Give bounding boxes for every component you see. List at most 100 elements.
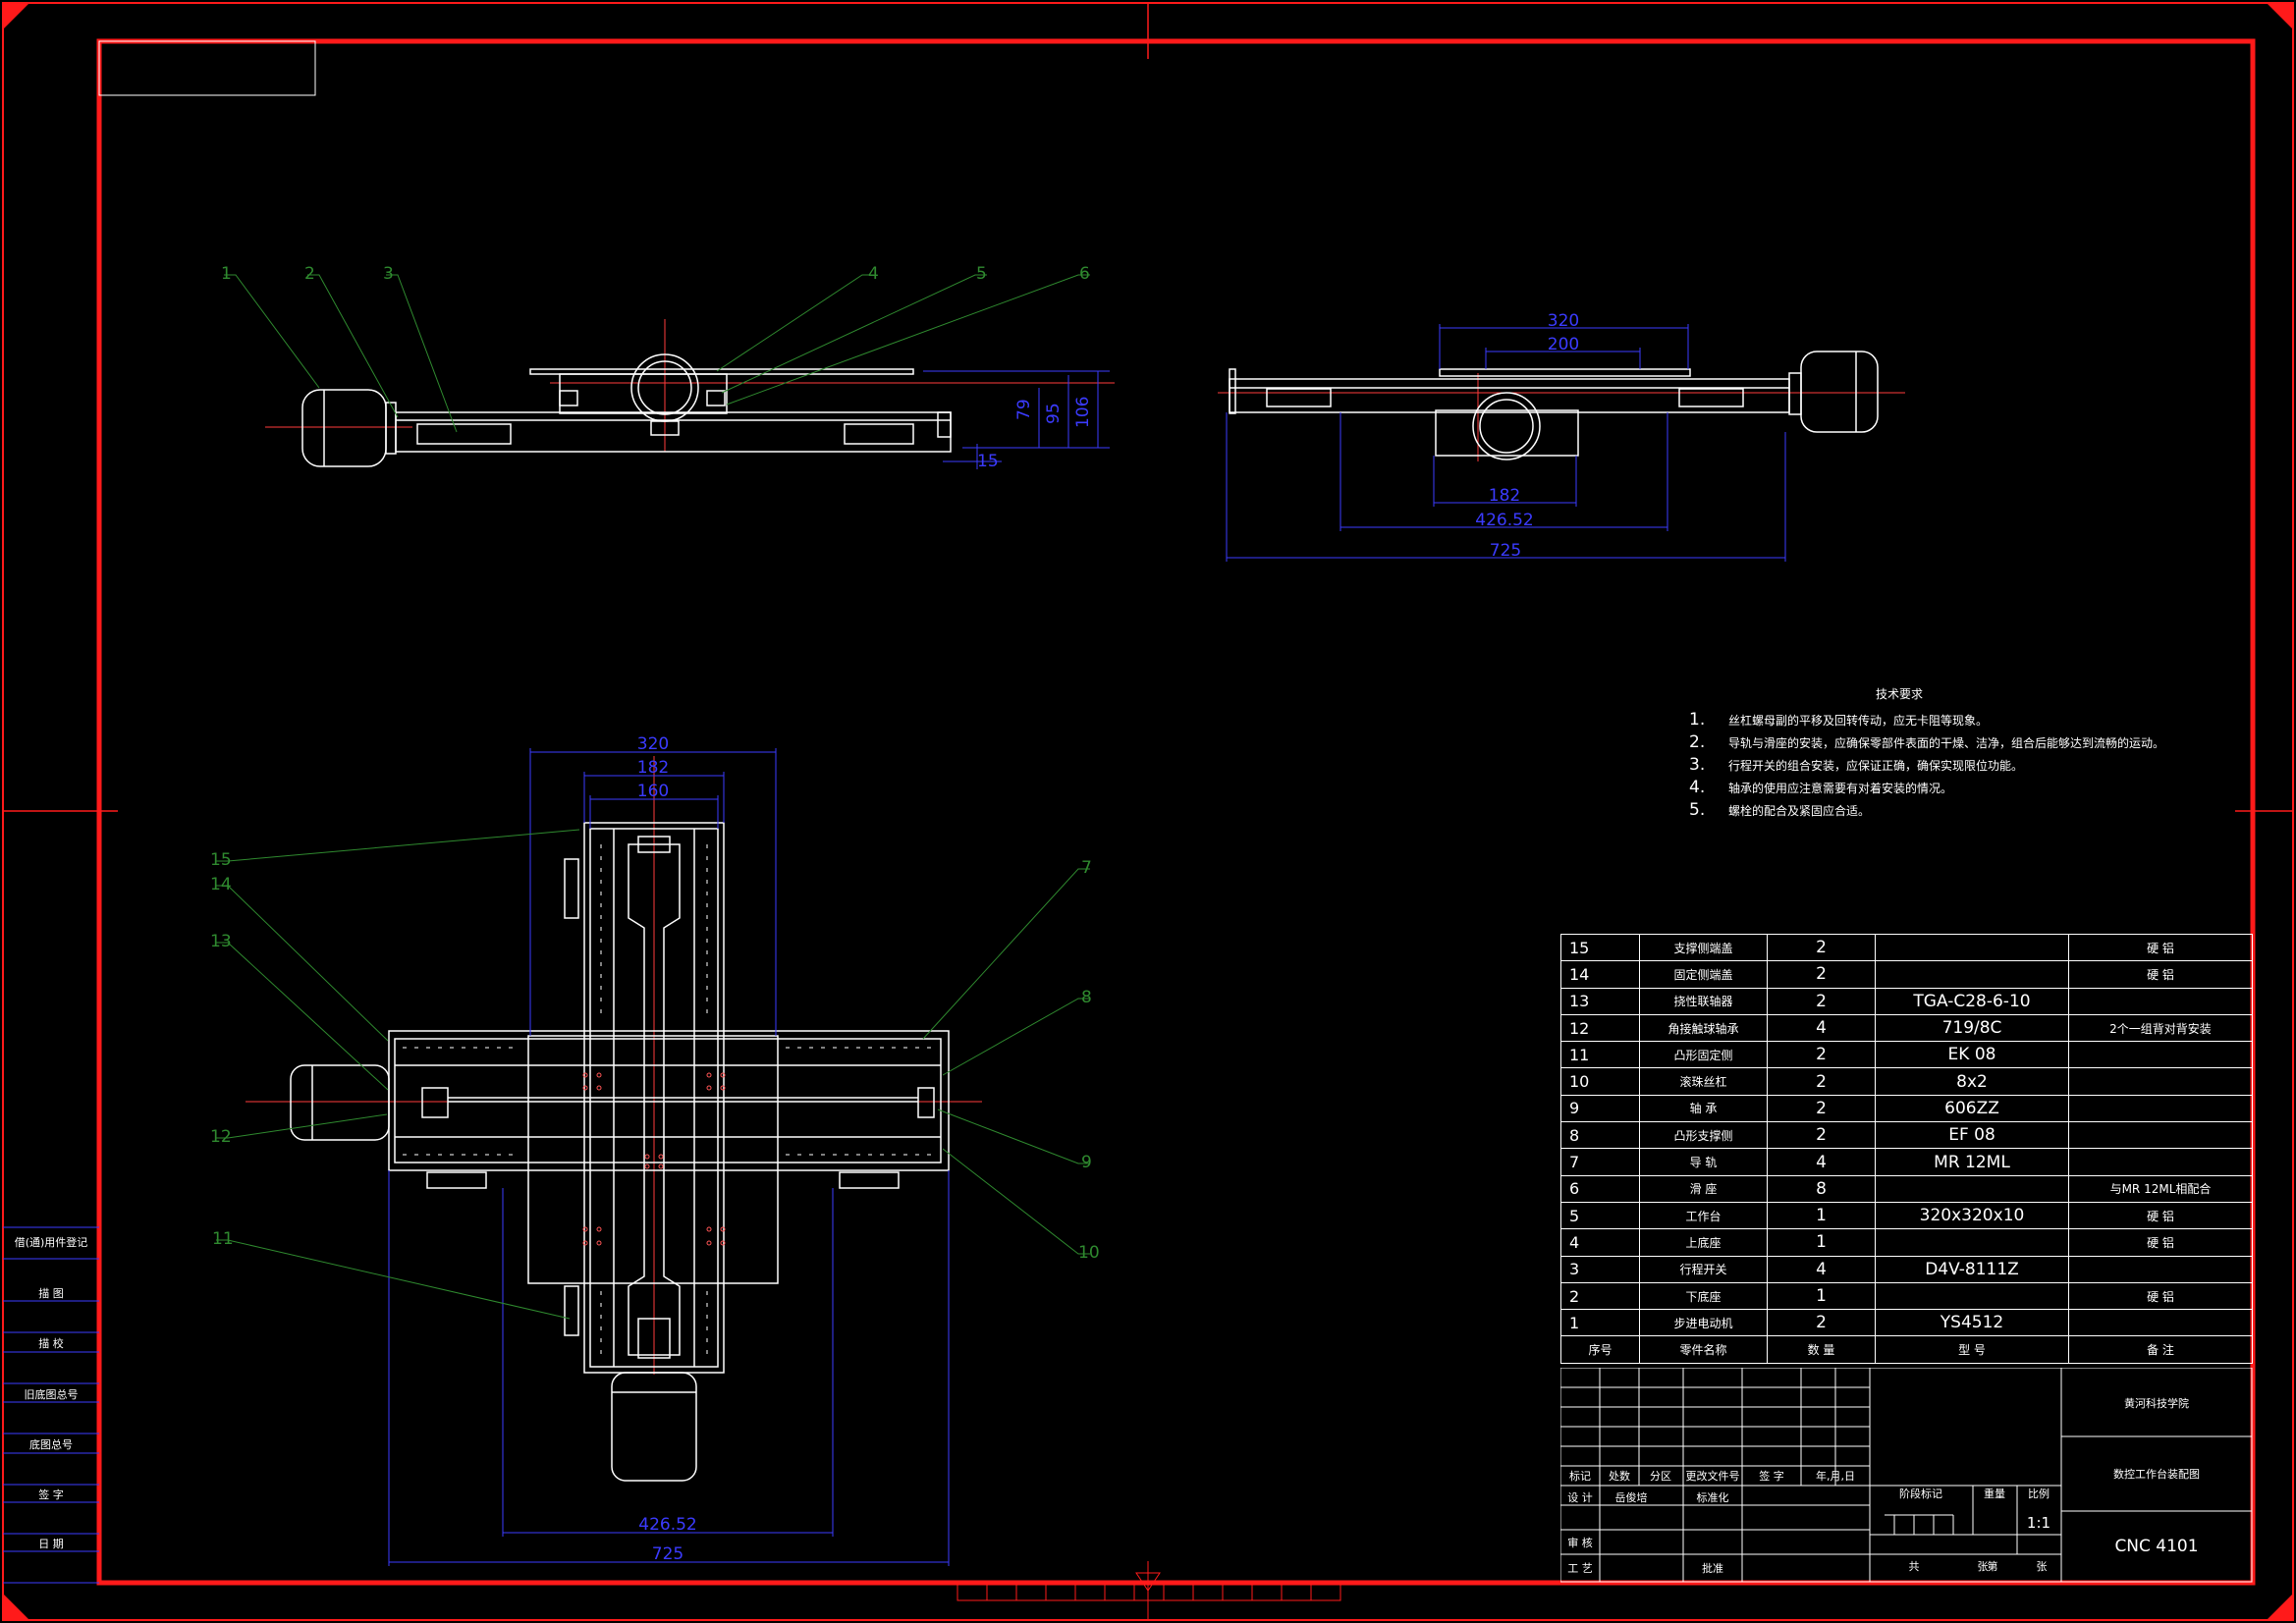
tb-process: 工 艺 [1567, 1562, 1593, 1575]
tb-weight: 重量 [1984, 1487, 2005, 1500]
dim-label: 725 [1490, 541, 1521, 561]
tb-ratio: 比例 [2028, 1487, 2050, 1500]
stamp-label: 底图总号 [29, 1438, 73, 1451]
balloon: 4 [868, 264, 879, 284]
bom-cell-note [2068, 1041, 2253, 1069]
dim-label: 182 [1489, 486, 1520, 506]
bom-cell-note: 与MR 12ML相配合 [2068, 1174, 2253, 1203]
stamp-label: 日 期 [38, 1538, 64, 1550]
bom-cell-no: 8 [1560, 1121, 1640, 1150]
tb-sheets: 张 [1978, 1560, 1989, 1573]
drawing-number: CNC 4101 [2114, 1537, 2198, 1556]
bom-cell-model [1875, 960, 2069, 989]
balloon: 10 [1078, 1243, 1100, 1263]
bom-cell-qty: 1 [1767, 1201, 1876, 1230]
title-block: 标记 处数 分区 更改文件号 签 字 年,月,日 设 计 岳俊培 标准化 审 核… [1560, 1368, 2253, 1583]
bom-cell-name: 凸形固定侧 [1639, 1041, 1768, 1069]
bom-cell-no: 5 [1560, 1201, 1640, 1230]
tb-header: 分区 [1650, 1470, 1671, 1483]
bom-cell-name: 挠性联轴器 [1639, 987, 1768, 1015]
tb-stage: 阶段标记 [1899, 1487, 1942, 1500]
bom-cell-name: 滑 座 [1639, 1174, 1768, 1203]
bom-cell-note [2068, 1067, 2253, 1096]
dim-label: 320 [1548, 311, 1579, 331]
balloon: 7 [1081, 858, 1092, 878]
bom-cell-name: 上底座 [1639, 1228, 1768, 1257]
balloon: 3 [383, 264, 394, 284]
bom-cell-note: 硬 铝 [2068, 1228, 2253, 1257]
side-view-right-dims [1226, 324, 1786, 562]
balloon: 9 [1081, 1153, 1092, 1172]
balloon: 1 [221, 264, 232, 284]
bom-cell-note [2068, 1121, 2253, 1150]
leader-lines [216, 274, 1090, 1320]
bom-cell-qty: 2 [1767, 987, 1876, 1015]
bom-cell-model: 606ZZ [1875, 1094, 2069, 1123]
balloon: 6 [1079, 264, 1090, 284]
bom-cell-qty: 2 [1767, 1094, 1876, 1123]
tb-review: 审 核 [1567, 1536, 1593, 1549]
bom-header-qty: 数 量 [1767, 1335, 1876, 1364]
bom-cell-model: 320x320x10 [1875, 1201, 2069, 1230]
balloon: 13 [210, 932, 232, 951]
bom-cell-model: TGA-C28-6-10 [1875, 987, 2069, 1015]
bom-cell-name: 导 轨 [1639, 1148, 1768, 1176]
bom-cell-no: 14 [1560, 960, 1640, 989]
tb-design: 设 计 [1567, 1491, 1593, 1504]
tech-requirements: 技术要求 1.丝杠螺母副的平移及回转传动，应无卡阻等现象。 2.导轨与滑座的安装… [1689, 685, 2164, 823]
bom-cell-model: D4V-8111Z [1875, 1255, 2069, 1283]
bom-cell-name: 下底座 [1639, 1281, 1768, 1311]
dim-label: 725 [652, 1544, 683, 1564]
dim-label: 106 [1073, 397, 1093, 428]
bom-cell-name: 行程开关 [1639, 1255, 1768, 1283]
top-view-dim-labels: 320 182 160 426.52 725 [637, 734, 697, 1564]
dim-label: 15 [977, 452, 999, 471]
bom-cell-model: EF 08 [1875, 1121, 2069, 1150]
tb-sheets: 张 [2037, 1560, 2048, 1573]
dim-label: 426.52 [1475, 511, 1533, 530]
bom-cell-model: YS4512 [1875, 1309, 2069, 1337]
tb-header: 处数 [1609, 1470, 1630, 1483]
side-view-right [1218, 351, 1905, 461]
side-view-left [265, 319, 1115, 467]
bom-cell-no: 7 [1560, 1148, 1640, 1176]
bom-cell-qty: 1 [1767, 1281, 1876, 1311]
tb-designer: 岳俊培 [1615, 1490, 1648, 1504]
dim-label: 160 [637, 782, 669, 801]
bom-cell-qty: 2 [1767, 1121, 1876, 1150]
bom-cell-no: 13 [1560, 987, 1640, 1015]
bom-cell-no: 15 [1560, 933, 1640, 962]
dim-label: 182 [637, 758, 669, 778]
bom-header-model: 型 号 [1875, 1335, 2069, 1364]
bom-cell-note [2068, 1148, 2253, 1176]
left-stamp-table [3, 1226, 99, 1584]
balloon: 12 [210, 1127, 232, 1147]
bom-cell-no: 2 [1560, 1281, 1640, 1311]
bom-cell-no: 4 [1560, 1228, 1640, 1257]
drawing-name: 数控工作台装配图 [2113, 1467, 2200, 1481]
tb-header: 标记 [1569, 1469, 1591, 1483]
bom-cell-model [1875, 1281, 2069, 1311]
bom-header-note: 备 注 [2068, 1335, 2253, 1364]
bom-header-name: 零件名称 [1639, 1335, 1768, 1364]
bom-cell-model [1875, 933, 2069, 962]
tb-approve: 批准 [1702, 1561, 1723, 1575]
stamp-label: 描 校 [38, 1337, 64, 1350]
side-view-right-dim-labels: 320 200 182 426.52 725 [1475, 311, 1579, 561]
balloon: 14 [210, 875, 232, 894]
bom-cell-name: 步进电动机 [1639, 1309, 1768, 1337]
bom-cell-model: 719/8C [1875, 1013, 2069, 1043]
bom-cell-no: 3 [1560, 1255, 1640, 1283]
dim-label: 95 [1044, 403, 1064, 424]
tb-sheets: 第 [1988, 1559, 1998, 1573]
stamp-label: 描 图 [38, 1287, 64, 1300]
bom-cell-model: MR 12ML [1875, 1148, 2069, 1176]
bom-cell-no: 6 [1560, 1174, 1640, 1203]
